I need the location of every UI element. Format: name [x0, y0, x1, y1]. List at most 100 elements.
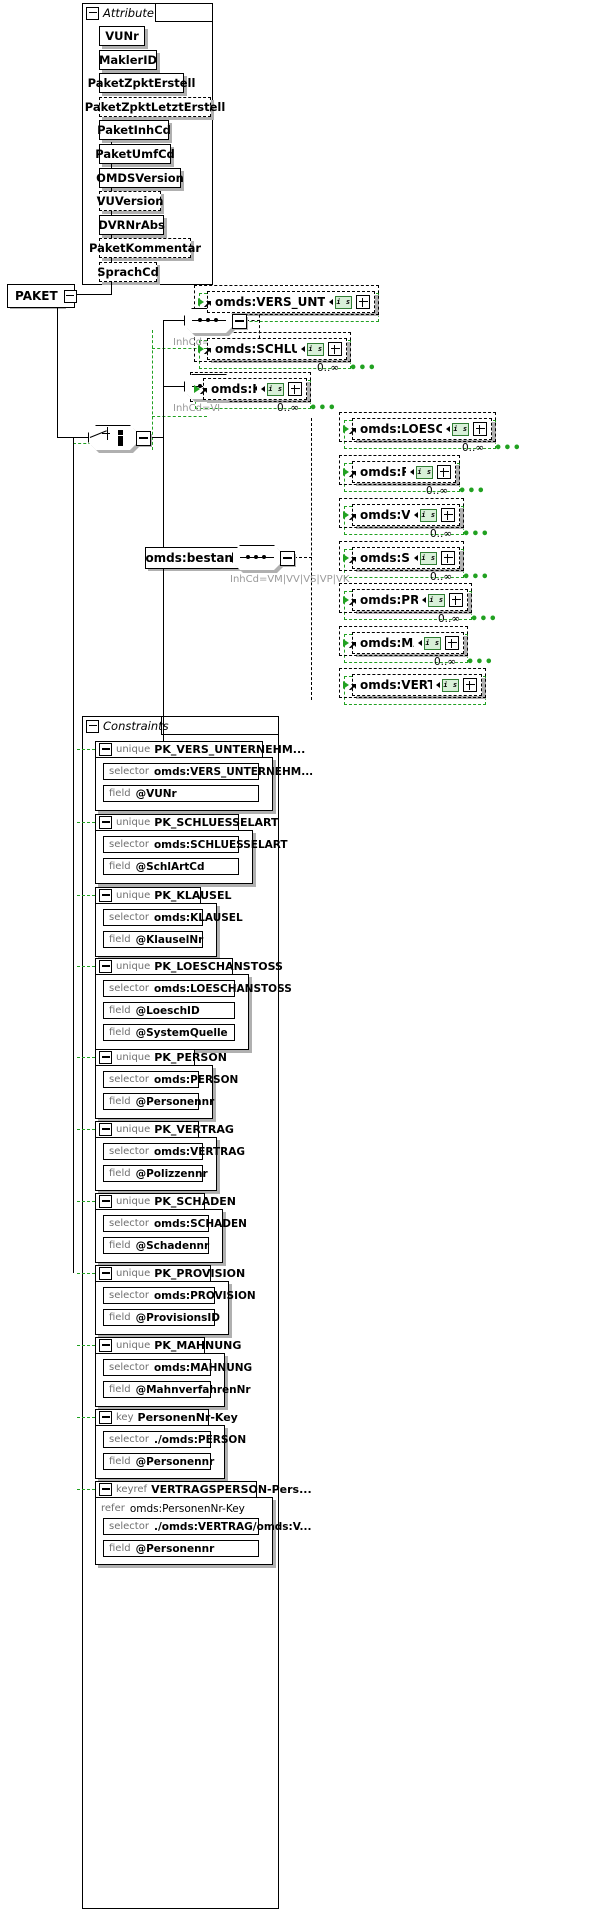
expand-icon[interactable]	[463, 678, 477, 692]
attribute-maklerid[interactable]: MaklerID	[99, 49, 157, 70]
expand-icon[interactable]	[441, 551, 455, 565]
expand-icon[interactable]	[473, 422, 487, 436]
collapse-icon[interactable]	[86, 719, 99, 733]
identity-constraint-badge: i s	[335, 295, 352, 309]
expand-icon[interactable]	[288, 382, 302, 396]
element-ref-loeschanstoss[interactable]: omds:LOESCHANSTOSSi s	[352, 418, 492, 440]
element-ref-vers_unternehmen[interactable]: omds:VERS_UNTERNEHMENi s	[207, 291, 375, 313]
element-ref-vertrag[interactable]: omds:VERTRAGi s	[352, 504, 460, 526]
constraint-name: VERTRAGSPERSON-Pers...	[151, 1483, 312, 1496]
root-collapse-icon[interactable]	[63, 289, 77, 303]
collapse-icon[interactable]	[86, 6, 99, 20]
element-ref-provision[interactable]: omds:PROVISIONi s	[352, 589, 468, 611]
collapse-icon[interactable]	[99, 1267, 112, 1280]
element-omds-bestand[interactable]: omds:bestand	[145, 547, 242, 569]
collapse-icon[interactable]	[99, 1123, 112, 1136]
expand-icon[interactable]	[356, 295, 370, 309]
expand-icon[interactable]	[441, 508, 455, 522]
attribute-sprachcd[interactable]: SprachCd	[97, 262, 159, 282]
root-element-paket[interactable]: PAKET	[7, 284, 77, 308]
compositor-label-ai: InhCd=AI	[173, 337, 221, 348]
attribute-vunr[interactable]: VUNr	[99, 26, 145, 46]
element-label: omds:MAHNUNG	[360, 636, 414, 650]
constraint-row-field[interactable]: field @SchlArtCd	[103, 858, 239, 875]
attribute-group-tab[interactable]: Attribute	[82, 3, 156, 22]
attribute-label: OMDSVersion	[96, 170, 184, 185]
expand-icon[interactable]	[449, 593, 463, 607]
attribute-paketzpktletzterstell[interactable]: PaketZpktLetztErstell	[85, 96, 225, 117]
compositor-sequence-bestand[interactable]	[232, 545, 296, 573]
constraint-row-field[interactable]: field@Personennr	[103, 1093, 214, 1110]
constraint-row-field[interactable]: field@LoeschID	[103, 1002, 235, 1019]
compositor-label-bestand: InhCd=VM|VV|VS|VP|VK	[230, 574, 350, 585]
collapse-icon[interactable]	[99, 1339, 112, 1352]
element-ref-person[interactable]: omds:PERSONi s	[352, 461, 456, 483]
attribute-dvrnrabs[interactable]: DVRNrAbs	[98, 214, 165, 235]
constraints-group-tab[interactable]: Constraints	[82, 716, 169, 735]
attribute-paketinhcd[interactable]: PaketInhCd	[97, 120, 171, 141]
constraint-row-selector[interactable]: selector./omds:VERTRAG/omds:V...	[103, 1518, 312, 1535]
attribute-paketzpkterstell[interactable]: PaketZpktErstell	[88, 73, 195, 94]
row-value: @SchlArtCd	[135, 860, 205, 873]
collapse-icon[interactable]	[99, 1051, 112, 1064]
element-ref-klausel[interactable]: omds:KLAUSELi s	[203, 378, 307, 400]
constraint-row-field[interactable]: field@SystemQuelle	[103, 1024, 235, 1041]
collapse-icon[interactable]	[99, 960, 112, 973]
collapse-icon[interactable]	[99, 816, 112, 829]
element-ref-vertragsfonds[interactable]: omds:VERTRAGSFONDSi s	[352, 674, 482, 696]
attribute-omdsversion[interactable]: OMDSVersion	[96, 167, 184, 188]
collapse-icon[interactable]	[99, 1483, 112, 1496]
attribute-vuversion[interactable]: VUVersion	[97, 191, 163, 212]
attribute-label: SprachCd	[97, 265, 159, 279]
row-keyword: field	[109, 861, 131, 872]
more-dots-icon: •••	[462, 570, 490, 585]
collapse-icon[interactable]	[99, 1195, 112, 1208]
constraint-row-field[interactable]: field@KlauselNr	[103, 931, 203, 948]
constraint-row-selector[interactable]: selector./omds:PERSON	[103, 1431, 246, 1448]
compositor-choice-root[interactable]	[88, 425, 152, 453]
element-ref-schaden[interactable]: omds:SCHADENi s	[352, 547, 460, 569]
collapse-icon[interactable]	[99, 889, 112, 902]
element-ref-mahnung[interactable]: omds:MAHNUNGi s	[352, 632, 464, 654]
expand-icon[interactable]	[445, 636, 459, 650]
expand-icon[interactable]	[328, 342, 342, 356]
constraint-row-field[interactable]: field@MahnverfahrenNr	[103, 1381, 251, 1398]
occurrence-label: 0..∞	[462, 442, 485, 454]
row-value: ./omds:PERSON	[153, 1433, 247, 1446]
attribute-paketumfcd[interactable]: PaketUmfCd	[95, 144, 175, 164]
constraint-row-field[interactable]: field@Schadennr	[103, 1237, 209, 1254]
constraint-row-field[interactable]: field@Personennr	[103, 1540, 259, 1557]
compositor-sequence-ai[interactable]	[184, 308, 248, 336]
constraint-row-field[interactable]: field@VUNr	[103, 785, 259, 802]
constraint-row-field[interactable]: field@ProvisionsID	[103, 1309, 220, 1326]
collapse-icon[interactable]	[99, 743, 112, 756]
constraint-row-field[interactable]: field@Personennr	[103, 1453, 214, 1470]
element-ref-schluesselart[interactable]: omds:SCHLUESSELARTi s	[207, 338, 347, 360]
expand-icon[interactable]	[437, 465, 451, 479]
collapse-icon[interactable]	[99, 1411, 112, 1424]
constraint-row-field[interactable]: field@Polizzennr	[103, 1165, 208, 1182]
type-arrow-icon	[301, 346, 305, 352]
row-value: omds:LOESCHANSTOSS	[153, 982, 292, 995]
attribute-paketkommentar[interactable]: PaketKommentar	[89, 238, 201, 259]
